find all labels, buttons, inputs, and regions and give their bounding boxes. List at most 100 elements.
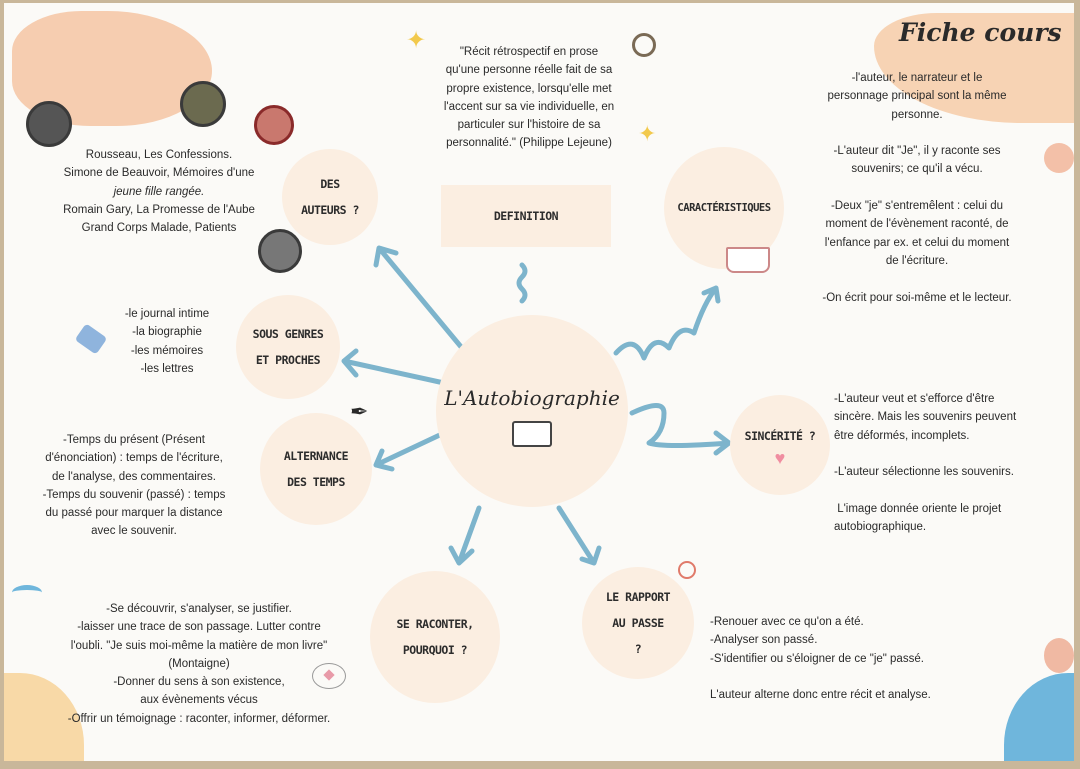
text-line: L'auteur alterne donc entre récit et ana… — [710, 689, 931, 702]
text-line: de l'écriture. — [885, 254, 949, 267]
text-line: -L'auteur veut et s'efforce d'être — [834, 393, 995, 405]
quote-line: l'accent sur sa vie individuelle, en — [443, 100, 615, 113]
text-line: personnage principal sont la même — [827, 90, 1007, 103]
text-line: -Deux "je" s'entremêlent : celui du — [830, 200, 1004, 213]
text-line: (Montaigne) — [168, 657, 230, 670]
arrow-caracteristiques — [613, 285, 721, 361]
list-item: -les mémoires — [130, 344, 204, 357]
text-line: avec le souvenir. — [91, 525, 177, 538]
text-line: moment de l'évènement raconté, de — [825, 218, 1009, 231]
author-portrait — [26, 101, 72, 147]
text-line: -Offrir un témoignage : raconter, inform… — [67, 712, 331, 725]
definition-quote: "Récit rétrospectif en prose qu'une pers… — [404, 43, 654, 153]
blue-stroke — [12, 585, 42, 600]
bubble-label: ? — [634, 642, 642, 656]
text-line: de l'analyse, des commentaires. — [52, 470, 216, 483]
quote-line: qu'une personne réelle fait de sa — [445, 64, 613, 77]
text-line: -L'auteur sélectionne les souvenirs. — [834, 466, 1014, 479]
author-portrait — [180, 81, 226, 127]
text-line: sincère. Mais les souvenirs peuvent — [834, 411, 1017, 424]
raconter-text: -Se découvrir, s'analyser, se justifier.… — [34, 600, 364, 728]
sparkle-icon: ✦ — [406, 27, 427, 54]
text-line: l'oubli. "Je suis moi-même la matière de… — [70, 639, 328, 652]
heart-speech-bubble-icon — [312, 663, 346, 689]
sincerite-bubble: SINCÉRITÉ ? ♥ — [730, 395, 830, 495]
list-item: -le journal intime — [124, 308, 210, 320]
bubble-label: LE RAPPORT — [605, 590, 671, 604]
quote-line: "Récit rétrospectif en prose — [459, 46, 599, 58]
text-line: -l'auteur, le narrateur et le — [851, 72, 983, 84]
text-line: -Donner du sens à son existence, — [113, 676, 285, 689]
quill-pen-icon: ✒ — [350, 399, 369, 424]
text-line: aux évènements vécus — [140, 694, 258, 707]
author-line: jeune fille rangée. — [113, 185, 205, 198]
text-line: -Se découvrir, s'analyser, se justifier. — [106, 603, 292, 615]
definition-box: DEFINITION — [441, 185, 611, 247]
arrows-layer — [341, 245, 732, 566]
text-line: être déformés, incomplets. — [834, 429, 970, 442]
bubble-label: POURQUOI ? — [402, 643, 468, 657]
author-line: Simone de Beauvoir, Mémoires d'une — [63, 167, 255, 180]
bubble-label: SOUS GENRES — [252, 327, 324, 341]
alternance-text: -Temps du présent (Présent d'énonciation… — [14, 431, 254, 541]
text-line: -Renouer avec ce qu'on a été. — [710, 616, 864, 628]
raconter-bubble: SE RACONTER, POURQUOI ? — [370, 571, 500, 703]
quote-line: propre existence, lorsqu'elle met — [446, 82, 612, 95]
authors-list: Rousseau, Les Confessions. Simone de Bea… — [34, 146, 284, 237]
bubble-label: SINCÉRITÉ ? — [744, 429, 816, 443]
rapport-text: -Renouer avec ce qu'on a été. -Analyser … — [710, 613, 1010, 704]
arrow-sincerite — [629, 403, 732, 456]
bubble-label: AU PASSE — [612, 616, 664, 630]
text-line: personne. — [891, 108, 943, 121]
author-line: Romain Gary, La Promesse de l'Aube — [63, 203, 255, 216]
book-plant-icon — [512, 421, 552, 447]
text-line: -laisser une trace de son passage. Lutte… — [77, 621, 321, 634]
squiggle-definition — [516, 262, 528, 304]
magnifier-icon — [632, 33, 656, 57]
peach-dot — [1044, 143, 1074, 173]
alternance-bubble: ALTERNANCE DES TEMPS — [260, 413, 372, 525]
text-line: l'enfance par ex. et celui du moment — [824, 236, 1010, 249]
quote-line: personnalité." (Philippe Lejeune) — [446, 137, 612, 150]
author-portrait — [258, 229, 302, 273]
sincerite-text: -L'auteur veut et s'efforce d'être sincè… — [834, 390, 1072, 536]
list-item: -les lettres — [140, 362, 194, 375]
sous-genres-bubble: SOUS GENRES ET PROCHES — [236, 295, 340, 399]
arrow-sous-genres — [341, 348, 447, 386]
text-line: -S'identifier ou s'éloigner de ce "je" p… — [710, 652, 924, 665]
sous-genres-list: -le journal intime -la biographie -les m… — [92, 305, 242, 378]
text-line: L'image donnée oriente le projet — [834, 502, 1002, 515]
bubble-label: ET PROCHES — [255, 353, 321, 367]
arrow-rapport — [556, 505, 602, 566]
bubble-label: DES TEMPS — [287, 475, 345, 489]
author-portrait — [254, 105, 294, 145]
bubble-label: AUTEURS ? — [301, 203, 359, 217]
text-line: -Temps du présent (Présent — [63, 434, 205, 446]
author-line: Rousseau, Les Confessions. — [85, 149, 233, 161]
author-line: Grand Corps Malade, Patients — [81, 222, 237, 235]
arrow-alternance — [373, 430, 447, 472]
history-clock-icon — [678, 561, 696, 579]
bubble-label: SE RACONTER, — [396, 617, 474, 631]
rapport-bubble: LE RAPPORT AU PASSE ? — [582, 567, 694, 679]
central-title: L'Autobiographie — [444, 386, 620, 410]
sheet-title: Fiche cours — [899, 18, 1062, 47]
sparkle-icon: ✦ — [638, 121, 657, 146]
text-line: -Analyser son passé. — [710, 634, 818, 647]
open-book-icon — [726, 247, 770, 273]
bubble-label: DES — [320, 177, 340, 191]
text-line: autobiographique. — [834, 521, 927, 534]
bubble-label: CARACTÉRISTIQUES — [677, 202, 771, 214]
text-line: -L'auteur dit "Je", il y raconte ses — [833, 145, 1001, 158]
auteurs-bubble: DES AUTEURS ? — [282, 149, 378, 245]
peach-dot — [1044, 638, 1074, 673]
list-item: -la biographie — [132, 326, 202, 339]
central-bubble: L'Autobiographie — [436, 315, 628, 507]
text-line: -On écrit pour soi-même et le lecteur. — [822, 291, 1012, 304]
arrow-raconter — [448, 505, 482, 566]
heart-shape — [323, 669, 335, 681]
caracteristiques-text: -l'auteur, le narrateur et le personnage… — [792, 69, 1042, 307]
study-sheet: Fiche cours "Récit rétrospectif en prose… — [4, 3, 1074, 761]
text-line: -Temps du souvenir (passé) : temps — [42, 488, 226, 501]
text-line: souvenirs; ce qu'il a vécu. — [851, 163, 983, 176]
